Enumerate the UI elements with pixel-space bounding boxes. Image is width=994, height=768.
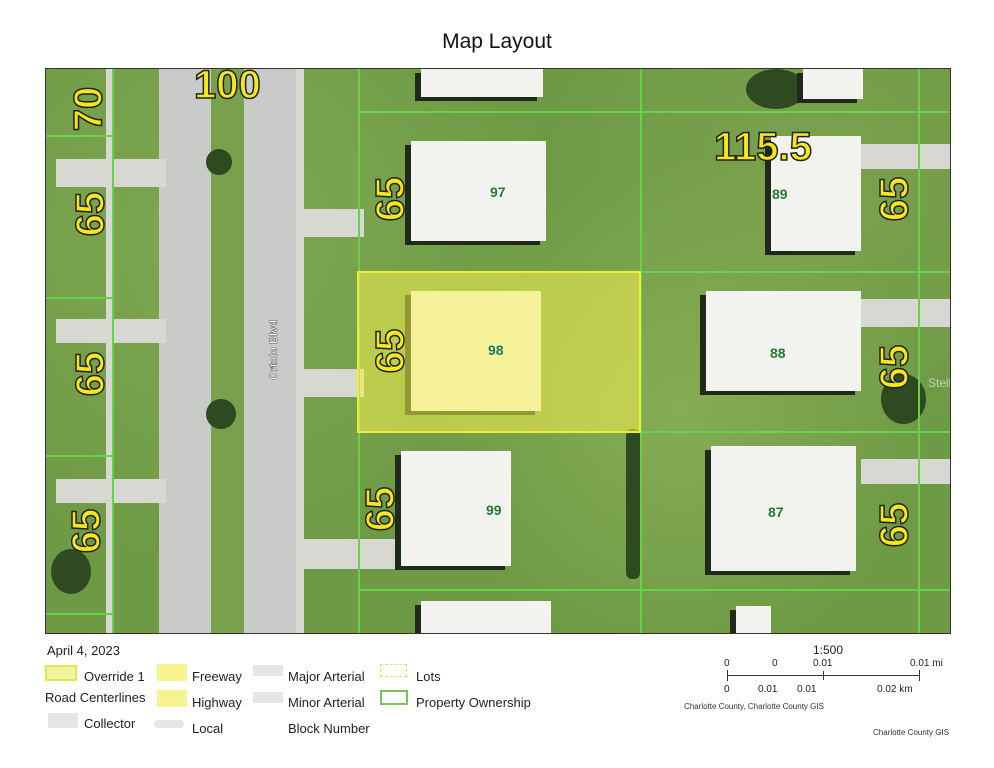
legend-swatch-property-ownership <box>380 690 408 705</box>
driveway <box>304 539 404 569</box>
parcel-number[interactable]: 88 <box>770 345 786 361</box>
driveway <box>56 479 166 503</box>
parcel-line <box>46 297 114 299</box>
legend-label: Override 1 <box>84 669 145 684</box>
tree <box>746 69 806 109</box>
legend-label: Property Ownership <box>416 695 531 710</box>
parcel-line <box>46 135 114 137</box>
parcel-line <box>640 271 950 273</box>
house <box>706 291 861 391</box>
house <box>411 141 546 241</box>
legend-swatch-lots <box>380 664 407 677</box>
selected-parcel-highlight[interactable] <box>357 271 641 433</box>
legend-label: Local <box>192 721 224 736</box>
parcel-line <box>46 455 114 457</box>
block-label: 65 <box>872 176 918 222</box>
legend-swatch-highway <box>157 690 187 707</box>
house <box>736 606 771 633</box>
scale-tick <box>919 670 920 681</box>
scale-km-label: 0.01 <box>797 684 817 695</box>
block-label: 70 <box>66 86 112 132</box>
block-label: 115.5 <box>713 125 812 169</box>
scale-ratio: 1:500 <box>813 643 844 657</box>
legend-label: Highway <box>192 695 242 710</box>
legend-swatch-override <box>45 665 77 681</box>
house <box>771 136 861 251</box>
legend-label: Lots <box>416 669 441 684</box>
map-date: April 4, 2023 <box>47 643 120 658</box>
scale-mi-label: 0 <box>724 658 730 669</box>
parcel-number[interactable]: 98 <box>488 342 504 358</box>
parcel-number[interactable]: 87 <box>768 504 784 520</box>
parcel-line <box>358 111 950 113</box>
legend-swatch-minor-arterial <box>253 692 283 703</box>
house <box>711 446 856 571</box>
legend-label: Major Arterial <box>288 669 365 684</box>
road-name-label: Ortolo Blvd <box>268 320 280 380</box>
block-label: 65 <box>368 328 414 374</box>
block-label: 65 <box>368 176 414 222</box>
parcel-line <box>640 69 642 633</box>
block-label: 65 <box>68 191 114 237</box>
legend-swatch-freeway <box>157 664 187 681</box>
scale-tick <box>727 670 728 681</box>
legend-swatch-collector <box>48 713 78 728</box>
block-label: 100 <box>193 68 261 107</box>
legend-label: Collector <box>84 716 136 731</box>
hedge <box>626 429 640 579</box>
driveway <box>304 369 364 397</box>
scale-km-label: 0.02 km <box>877 684 913 695</box>
driveway <box>861 299 950 327</box>
house <box>401 451 511 566</box>
road-lane-west <box>159 69 211 633</box>
block-label: 65 <box>872 502 918 548</box>
scale-mi-label: 0.01 <box>813 658 833 669</box>
footer-credit: Charlotte County GIS <box>873 728 950 737</box>
tree <box>206 149 232 175</box>
house <box>421 601 551 633</box>
driveway <box>304 209 364 237</box>
tree <box>206 399 236 429</box>
legend-swatch-major-arterial <box>253 665 283 676</box>
scale-km-label: 0 <box>724 684 730 695</box>
sidewalk <box>296 69 304 633</box>
driveway <box>861 144 950 169</box>
scale-mi-label: 0.01 mi <box>910 658 943 669</box>
sidewalk <box>106 69 114 633</box>
watermark: StellarMLS <box>928 376 951 390</box>
block-label: 65 <box>64 508 110 554</box>
legend-label: Freeway <box>192 669 242 684</box>
parcel-number[interactable]: 89 <box>772 186 788 202</box>
scale-km-label: 0.01 <box>758 684 778 695</box>
house <box>421 69 543 97</box>
legend-label: Minor Arterial <box>288 695 365 710</box>
page-title: Map Layout <box>442 30 552 53</box>
block-label: 65 <box>68 351 114 397</box>
legend-label: Block Number <box>288 721 370 736</box>
parcel-line <box>918 69 920 633</box>
legend-label: Road Centerlines <box>45 690 146 705</box>
block-label: 65 <box>872 344 918 390</box>
driveway <box>56 319 166 343</box>
block-label: 65 <box>358 486 404 532</box>
road-lane-east <box>244 69 296 633</box>
scale-mi-label: 0 <box>772 658 778 669</box>
tree <box>51 549 91 594</box>
scale-tick <box>823 671 824 680</box>
parcel-line <box>46 613 114 615</box>
legend-swatch-local <box>154 720 184 728</box>
parcel-line <box>358 589 950 591</box>
house <box>803 69 863 99</box>
parcel-number[interactable]: 97 <box>490 184 506 200</box>
parcel-number[interactable]: 99 <box>486 502 502 518</box>
driveway <box>861 459 950 484</box>
parcel-line <box>358 431 950 433</box>
driveway <box>56 159 166 187</box>
source-credit: Charlotte County, Charlotte County GIS <box>684 702 824 711</box>
parcel-line <box>112 69 114 633</box>
map-view[interactable]: Ortolo Blvd 100 115.5 70 65 65 65 65 65 … <box>45 68 951 634</box>
